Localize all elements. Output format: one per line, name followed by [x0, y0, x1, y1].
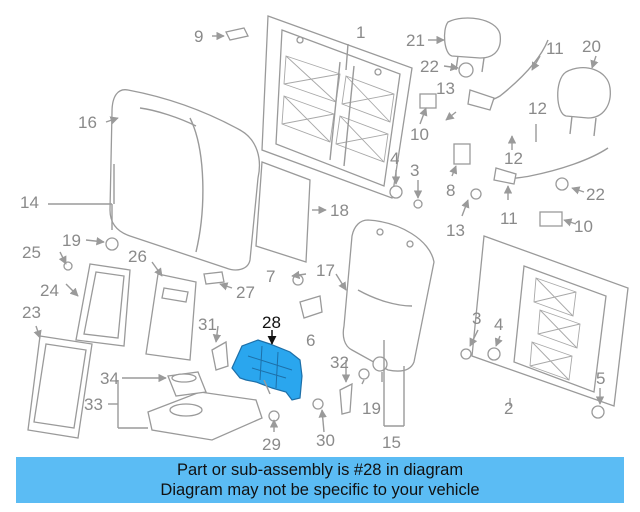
callout-28: 28: [262, 313, 281, 332]
callout-4: 4: [390, 149, 399, 168]
callout-22: 22: [420, 57, 439, 76]
part-34-cup-holder: [167, 371, 207, 397]
callout-27: 27: [236, 283, 255, 302]
part-21-headrest: [443, 17, 502, 73]
callout-10b: 10: [574, 217, 593, 236]
callout-29: 29: [262, 435, 281, 454]
callout-32: 32: [330, 353, 349, 372]
callout-24: 24: [40, 281, 59, 300]
callout-5: 5: [596, 369, 605, 388]
banner-line-2: Diagram may not be specific to your vehi…: [160, 481, 480, 499]
callout-12: 12: [528, 99, 547, 118]
part-23-panel: [27, 335, 93, 439]
callout-22b: 22: [586, 185, 605, 204]
callout-7: 7: [266, 267, 275, 286]
callout-19: 19: [62, 231, 81, 250]
callout-30: 30: [316, 431, 335, 450]
callout-17: 17: [316, 261, 335, 280]
part-18-pad: [255, 161, 311, 263]
callout-8: 8: [446, 181, 455, 200]
callout-3: 3: [410, 161, 419, 180]
part-1-seatback-frame: [261, 15, 413, 199]
part-28-bracket: [231, 339, 303, 401]
callout-12b: 12: [504, 149, 523, 168]
callout-4b: 4: [494, 315, 503, 334]
callout-19b: 19: [362, 399, 381, 418]
callout-3b: 3: [472, 309, 481, 328]
callout-2: 2: [504, 399, 513, 418]
callout-34: 34: [100, 369, 119, 388]
part-17-seatback-cover: [342, 219, 435, 372]
callout-16: 16: [78, 113, 97, 132]
callout-6: 6: [306, 331, 315, 350]
callout-13: 13: [436, 79, 455, 98]
callout-9: 9: [194, 27, 203, 46]
part-24-panel: [75, 263, 131, 347]
part-26-housing: [145, 273, 197, 361]
callout-11: 11: [546, 39, 564, 58]
callout-15: 15: [382, 433, 401, 452]
banner-line-1: Part or sub-assembly is #28 in diagram: [176, 461, 464, 479]
callout-33: 33: [84, 395, 103, 414]
callout-labels: 1 2 3 3 4 4 5 6 7 8 9 10 10 11 11 12 12 …: [20, 23, 605, 454]
leader-lines: [33, 31, 605, 433]
info-banner: Part or sub-assembly is #28 in diagram D…: [16, 457, 624, 503]
part-16-seat-cover: [109, 89, 261, 271]
callout-21: 21: [406, 31, 425, 50]
callout-18: 18: [330, 201, 349, 220]
callout-10: 10: [410, 125, 429, 144]
callout-31: 31: [198, 315, 217, 334]
callout-11b: 11: [500, 209, 518, 228]
part-20-headrest: [557, 67, 611, 137]
callout-20: 20: [582, 37, 601, 56]
callout-14: 14: [20, 193, 39, 212]
hardware-parts: [63, 27, 605, 422]
callout-23: 23: [22, 303, 41, 322]
part-2-seatback-frame: [471, 235, 629, 407]
part-33-armrest: [147, 391, 263, 441]
callout-26: 26: [128, 247, 147, 266]
callout-1: 1: [356, 23, 365, 42]
callout-13b: 13: [446, 221, 465, 240]
callout-25: 25: [22, 243, 41, 262]
